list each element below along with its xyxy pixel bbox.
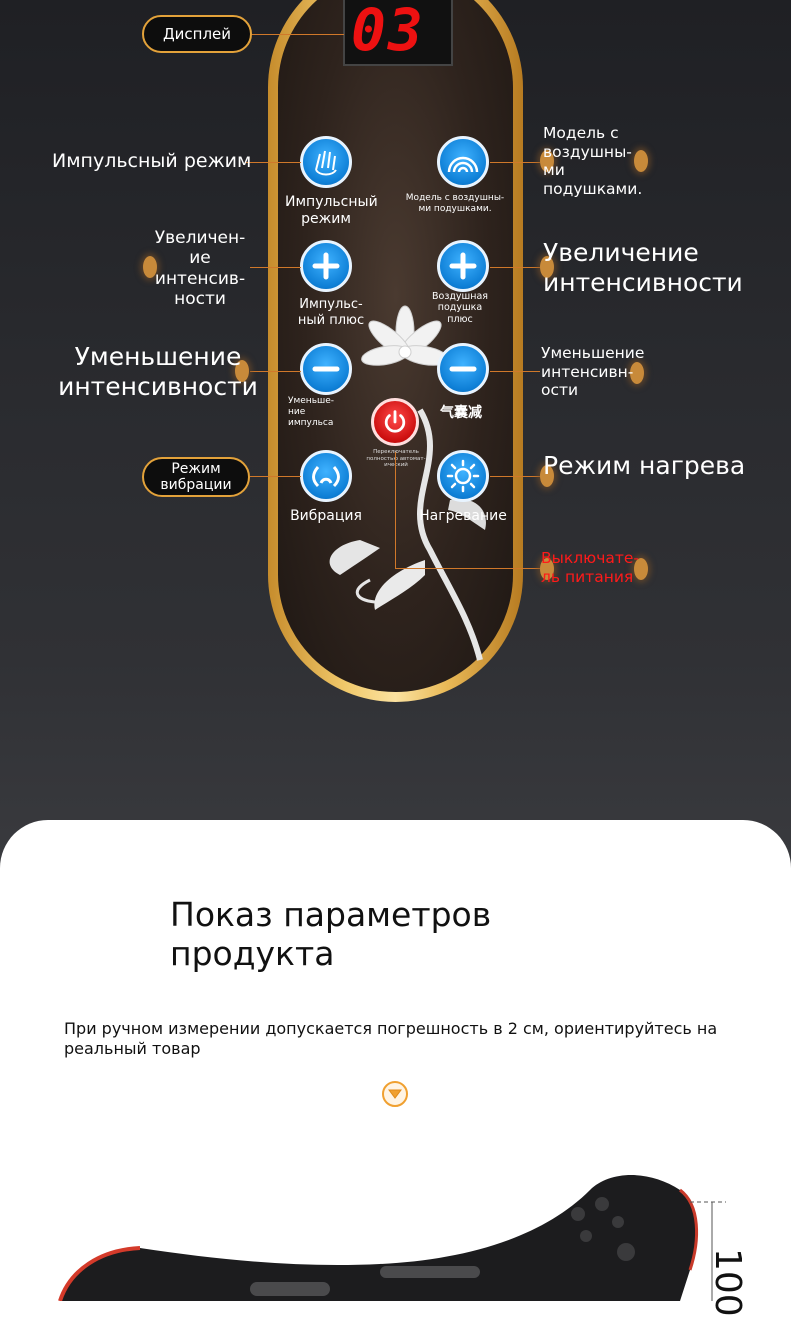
callout-increase-right: Увеличение интенсивности [543, 238, 743, 297]
power-caption: Переключатель полностью автомат-ический [366, 449, 426, 469]
callout-decrease-left: Уменьшение интенсивности [58, 342, 258, 401]
airbag-icon [447, 156, 479, 173]
measurement-note: При ручном измерении допускается погрешн… [64, 1019, 718, 1058]
callout-airbag-model: Модель с воздушны-ми подушками. [543, 124, 643, 198]
airbag-mode-caption: Модель с воздушны-ми подушками. [405, 193, 505, 214]
vibration-caption: Вибрация [290, 508, 362, 524]
power-icon [384, 410, 406, 433]
vibration-button[interactable] [300, 450, 352, 502]
section-title: Показ параметров продукта [170, 895, 492, 973]
chevron-down-icon [382, 1081, 408, 1107]
plus-icon [312, 252, 340, 280]
vibration-icon [312, 466, 340, 488]
minus-icon [449, 366, 477, 372]
airbag-minus-button[interactable] [437, 343, 489, 395]
pulse-minus-button[interactable] [300, 343, 352, 395]
chinese-label: 气囊减 [440, 405, 482, 421]
pulse-plus-caption: Импульс-ный плюс [297, 297, 365, 328]
heating-button[interactable] [437, 450, 489, 502]
massage-hand-icon [315, 150, 337, 176]
pulse-mode-caption: Импульсный режим [285, 194, 378, 227]
heating-caption: Нагревание [419, 508, 507, 524]
minus-icon [312, 366, 340, 372]
dimension-label: 100 [707, 1248, 748, 1317]
callout-display: Дисплей [142, 15, 252, 53]
callout-power-switch: Выключате-ль питания [541, 549, 640, 586]
airbag-plus-button[interactable] [437, 240, 489, 292]
product-image [58, 1175, 726, 1301]
led-display: 03 [343, 0, 453, 66]
pulse-minus-caption: Уменьше-ние импульса [288, 396, 335, 428]
callout-pulse-mode: Импульсный режим [52, 150, 252, 172]
control-panel-section: 03 气囊减 Импульсный режим Модель с воздуш [0, 0, 791, 880]
plus-icon [449, 252, 477, 280]
callout-increase-left: Увеличен-ие интенсив-ности [154, 228, 246, 310]
callout-heating-mode: Режим нагрева [543, 451, 746, 480]
callout-decrease-right: Уменьшение интенсивн-ости [541, 344, 645, 400]
airbag-plus-caption: Воздушная подушка плюс [431, 291, 488, 325]
airbag-mode-button[interactable] [437, 136, 489, 188]
sun-icon [446, 459, 480, 493]
callout-vibration-mode: Режим вибрации [142, 457, 250, 497]
flower-decoration [329, 305, 486, 661]
display-digits: 03 [351, 0, 425, 64]
power-button[interactable] [371, 398, 419, 446]
pulse-plus-button[interactable] [300, 240, 352, 292]
pulse-mode-button[interactable] [300, 136, 352, 188]
